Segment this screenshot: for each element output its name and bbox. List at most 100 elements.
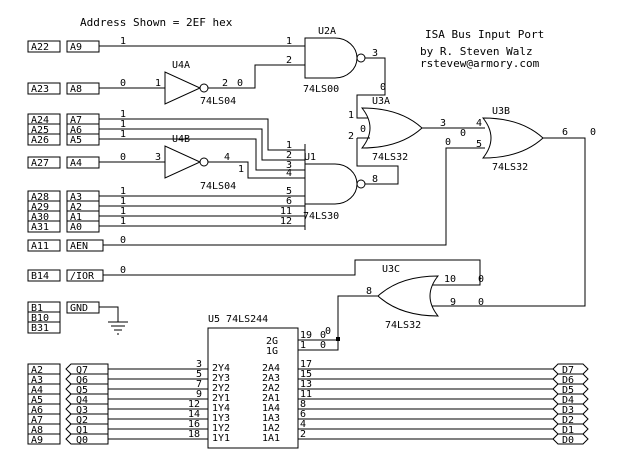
u4a-ref: U4A xyxy=(172,60,190,71)
bus-connector-gnd: B1 B10 B31 GND xyxy=(27,301,128,335)
bus-label: A11 xyxy=(31,241,49,252)
u3b-ref: U3B xyxy=(492,106,510,117)
signal-label-a6: A6 xyxy=(70,125,82,136)
level-u3c-in9: 0 xyxy=(478,297,484,308)
u2a-part: 74LS00 xyxy=(303,84,339,95)
u1-ref: U1 xyxy=(304,152,316,163)
u5-pin-label-2g: 2G xyxy=(266,336,278,347)
pin-u3a-2: 2 xyxy=(348,131,354,142)
level-a8: 0 xyxy=(120,78,126,89)
q-label: Q7 xyxy=(76,365,88,376)
bus-connectors-bottom-left: A2 A3 A4 A5 A6 A7 A8 A9 xyxy=(27,363,61,446)
level-u3c-in10: 0 xyxy=(478,274,484,285)
pin-u5-right: 13 xyxy=(300,379,312,390)
u5-label-left: 2Y4 xyxy=(212,363,230,374)
u2a-ref: U2A xyxy=(318,26,336,37)
signal-label-a0: A0 xyxy=(70,222,82,233)
signal-label-a9: A9 xyxy=(70,42,82,53)
d-label: D5 xyxy=(562,385,574,396)
level-u3a-out: 0 xyxy=(460,128,466,139)
bus-label: A4 xyxy=(31,385,43,396)
pin-u3c-9: 9 xyxy=(450,297,456,308)
level-enable-1: 0 xyxy=(320,340,326,351)
pin-u3b-6: 6 xyxy=(562,127,568,138)
level-u4a-out: 0 xyxy=(237,78,243,89)
u3a-or-gate xyxy=(360,107,423,149)
bus-label: A7 xyxy=(31,415,43,426)
q-label: Q0 xyxy=(76,435,88,446)
bus-label: A5 xyxy=(31,395,43,406)
bus-connector-a26: A26 A5 xyxy=(27,133,100,146)
d-label: D2 xyxy=(562,415,574,426)
author-email: rstevew@armory.com xyxy=(420,57,540,70)
u2a-nand-gate xyxy=(304,37,358,79)
pin-u5-left: 12 xyxy=(188,399,200,410)
pin-u5-left: 9 xyxy=(196,389,202,400)
q-label: Q5 xyxy=(76,385,88,396)
level-a0: 1 xyxy=(120,216,126,227)
pin-u5-left: 7 xyxy=(196,379,202,390)
u1-part: 74LS30 xyxy=(303,211,339,222)
bus-connector-a11: A11 AEN xyxy=(27,239,104,252)
d-label: D7 xyxy=(562,365,574,376)
bus-label: A3 xyxy=(31,375,43,386)
bus-label: A8 xyxy=(31,425,43,436)
signal-label-gnd: GND xyxy=(70,303,88,314)
input-bus-wires xyxy=(298,368,553,440)
pin-u1-1: 1 xyxy=(286,140,292,151)
q-label: Q1 xyxy=(76,425,88,436)
d-input-arrows: D7 D6 D5 D4 D3 D2 D1 D0 xyxy=(552,363,589,446)
bus-label: A27 xyxy=(31,158,49,169)
u4a-inverter xyxy=(164,71,202,105)
pin-u3c-8: 8 xyxy=(366,286,372,297)
address-note: Address Shown = 2EF hex xyxy=(80,16,233,29)
signal-label-a8: A8 xyxy=(70,84,82,95)
pin-u1-5: 5 xyxy=(286,186,292,197)
pin-u4b-4: 4 xyxy=(224,152,230,163)
bus-label: A30 xyxy=(31,212,49,223)
pin-u4b-3: 3 xyxy=(155,152,161,163)
u3c-part: 74LS32 xyxy=(385,320,421,331)
level-a7: 1 xyxy=(120,109,126,120)
level-u3b-in: 0 xyxy=(445,137,451,148)
u5-pin-label-1g: 1G xyxy=(266,346,278,357)
level-a3: 1 xyxy=(120,186,126,197)
u5-label-right: 2A4 xyxy=(262,363,280,374)
bus-connector-a31: A31 A0 xyxy=(27,220,100,233)
d-label: D3 xyxy=(562,405,574,416)
d-label: D1 xyxy=(562,425,574,436)
u5-chip-body xyxy=(207,327,299,449)
u5-label-right: 2A2 xyxy=(262,383,280,394)
bus-connector-b14: B14 /IOR xyxy=(27,269,104,282)
level-a9: 1 xyxy=(120,36,126,47)
signal-label-a3: A3 xyxy=(70,192,82,203)
bus-label: A2 xyxy=(31,365,43,376)
bus-label: B14 xyxy=(31,271,49,282)
junction-dot xyxy=(336,337,340,341)
author-credit: by R. Steven Walz xyxy=(420,45,533,58)
pin-u5-right: 15 xyxy=(300,369,312,380)
pin-u3a-1: 1 xyxy=(348,110,354,121)
pin-u5-left: 16 xyxy=(188,419,200,430)
level-a4: 0 xyxy=(120,152,126,163)
ground-symbol xyxy=(108,321,128,335)
level-a5: 1 xyxy=(120,129,126,140)
q-label: Q6 xyxy=(76,375,88,386)
output-bus-wires xyxy=(108,368,208,440)
pin-u5-1: 1 xyxy=(300,340,306,351)
schematic-title: ISA Bus Input Port xyxy=(425,28,544,41)
bus-label: A26 xyxy=(31,135,49,146)
u5-title: U5 74LS244 xyxy=(208,314,268,325)
signal-label-a4: A4 xyxy=(70,158,82,169)
d-label: D4 xyxy=(562,395,574,406)
bus-label: A29 xyxy=(31,202,49,213)
level-u4b-out: 1 xyxy=(238,164,244,175)
pin-u1-4: 4 xyxy=(286,168,292,179)
u4b-ref: U4B xyxy=(172,134,190,145)
pin-u4a-1: 1 xyxy=(155,78,161,89)
pin-u1-2: 2 xyxy=(286,150,292,161)
pin-u5-right: 4 xyxy=(300,419,306,430)
signal-label-a7: A7 xyxy=(70,115,82,126)
bus-label: B1 xyxy=(31,303,43,314)
u5-label-left: 1Y2 xyxy=(212,423,230,434)
